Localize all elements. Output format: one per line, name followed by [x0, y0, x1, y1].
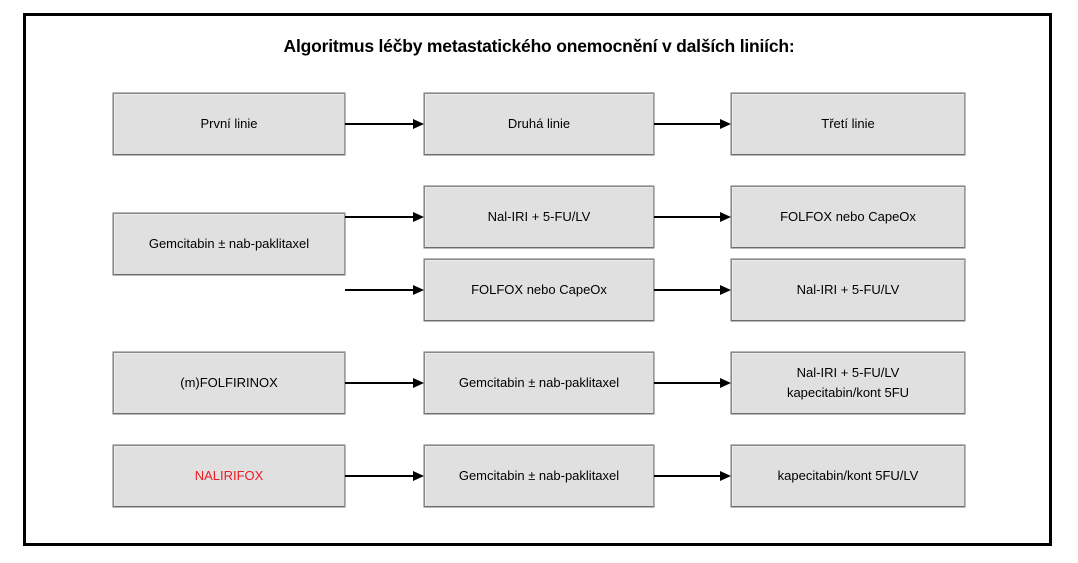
- node-druha-linie: Druhá linie: [424, 93, 654, 155]
- node-label: Nal-IRI + 5-FU/LV: [487, 208, 591, 224]
- node-label: NALIRIFOX: [194, 467, 264, 483]
- node-gemcitabin-second-line-folfirinox: Gemcitabin ± nab-paklitaxel: [424, 352, 654, 414]
- node-naliri-third-line: Nal-IRI + 5-FU/LV: [731, 259, 965, 321]
- node-label: Gemcitabin ± nab-paklitaxel: [148, 235, 310, 251]
- arrow-folfirinox-to-gemcitabin: [345, 378, 424, 388]
- arrow-gemcitabin-to-naliri-kapecitabin: [654, 378, 731, 388]
- node-label: (m)FOLFIRINOX: [180, 374, 278, 390]
- arrow-gemcitabin-to-naliri: [345, 212, 424, 222]
- node-folfox-third-line: FOLFOX nebo CapeOx: [731, 186, 965, 248]
- arrow-folfox-to-naliri: [654, 285, 731, 295]
- arrow-naliri-to-folfox: [654, 212, 731, 222]
- node-treti-linie: Třetí linie: [731, 93, 965, 155]
- node-kapecitabin-third-line: kapecitabin/kont 5FU/LV: [731, 445, 965, 507]
- node-gemcitabin-first-line: Gemcitabin ± nab-paklitaxel: [113, 213, 345, 275]
- node-folfirinox-first-line: (m)FOLFIRINOX: [113, 352, 345, 414]
- node-label-line-1: Nal-IRI + 5-FU/LV: [796, 364, 900, 380]
- node-nalirifox-first-line: NALIRIFOX: [113, 445, 345, 507]
- node-label: FOLFOX nebo CapeOx: [471, 281, 607, 297]
- arrow-gemcitabin-to-kapecitabin: [654, 471, 731, 481]
- node-naliri-kapecitabin-third-line: Nal-IRI + 5-FU/LV kapecitabin/kont 5FU: [731, 352, 965, 414]
- node-label: Gemcitabin ± nab-paklitaxel: [458, 467, 620, 483]
- node-label: Gemcitabin ± nab-paklitaxel: [458, 374, 620, 390]
- node-naliri-second-line: Nal-IRI + 5-FU/LV: [424, 186, 654, 248]
- node-label-line-2: kapecitabin/kont 5FU: [786, 385, 910, 400]
- node-label: Třetí linie: [821, 115, 875, 131]
- arrow-druha-to-treti: [654, 119, 731, 129]
- arrow-nalirifox-to-gemcitabin: [345, 471, 424, 481]
- node-label: Druhá linie: [507, 115, 571, 131]
- arrow-prvni-to-druha: [345, 119, 424, 129]
- node-label: kapecitabin/kont 5FU/LV: [777, 467, 919, 483]
- arrow-gemcitabin-to-folfox: [345, 285, 424, 295]
- node-gemcitabin-second-line-nalirifox: Gemcitabin ± nab-paklitaxel: [424, 445, 654, 507]
- node-label: První linie: [200, 115, 258, 131]
- node-label: FOLFOX nebo CapeOx: [780, 208, 916, 224]
- node-prvni-linie: První linie: [113, 93, 345, 155]
- node-label: Nal-IRI + 5-FU/LV: [796, 281, 900, 297]
- page-title: Algoritmus léčby metastatického onemocně…: [283, 36, 795, 56]
- node-folfox-second-line: FOLFOX nebo CapeOx: [424, 259, 654, 321]
